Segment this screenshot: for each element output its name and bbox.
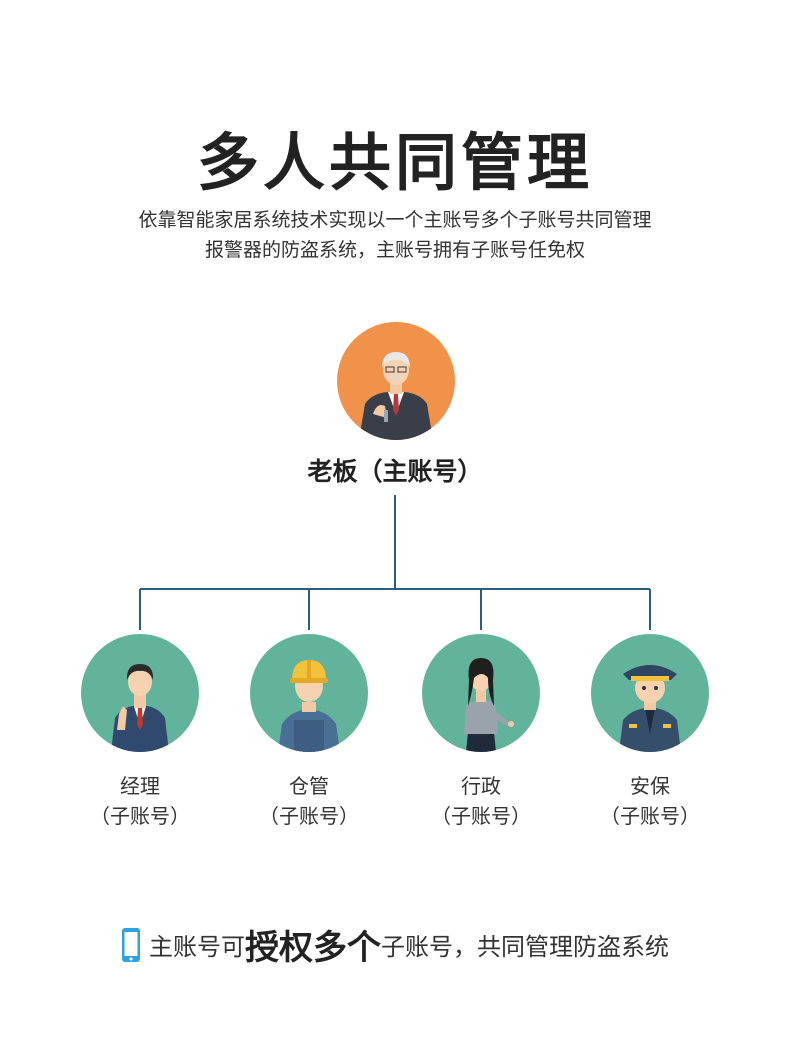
footer-text-1: 主账号可 (149, 933, 245, 961)
security-guard-role: （子账号） (600, 804, 700, 828)
subtitle-line-2: 报警器的防盗系统，主账号拥有子账号任免权 (204, 239, 585, 261)
security-guard-avatar (591, 634, 709, 752)
boss-avatar (337, 322, 455, 440)
page-title: 多人共同管理 (196, 126, 593, 199)
subtitle-line-1: 依靠智能家居系统技术实现以一个主账号多个子账号共同管理 (138, 209, 652, 231)
footer-text-2: 子账号，共同管理防盗系统 (381, 933, 669, 961)
manager-name: 经理 (120, 774, 160, 798)
warehouse-keeper-avatar (250, 634, 368, 752)
footer-emphasis: 授权多个 (245, 928, 381, 968)
admin-avatar (422, 634, 540, 752)
warehouse-keeper-name: 仓管 (289, 774, 329, 798)
manager-role: （子账号） (90, 804, 190, 828)
warehouse-keeper-role: （子账号） (259, 804, 359, 828)
security-guard-name: 安保 (630, 774, 670, 798)
manager-avatar (81, 634, 199, 752)
admin-name: 行政 (461, 774, 501, 798)
admin-role: （子账号） (431, 804, 531, 828)
phone-icon (121, 927, 141, 963)
boss-label: 老板（主账号） (307, 457, 483, 486)
footer-statement: 主账号可授权多个子账号，共同管理防盗系统 (0, 920, 790, 969)
